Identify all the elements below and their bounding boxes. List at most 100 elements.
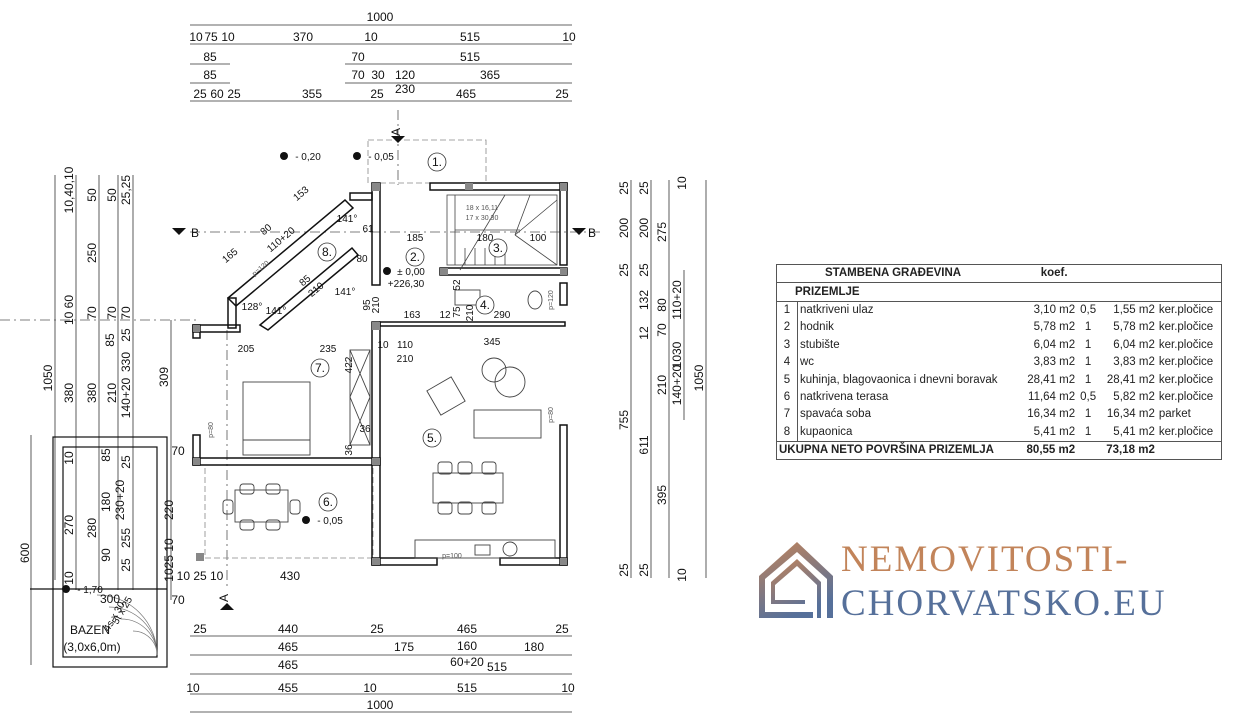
dimension-label: 255 <box>119 528 133 548</box>
dimension-label: 10 <box>62 571 76 585</box>
sofa <box>473 409 542 439</box>
level-label: - 0,05 <box>368 152 394 163</box>
dimension-label: 12 <box>439 310 451 321</box>
dimension-label: 210 <box>105 383 119 403</box>
dimension-label: 25 <box>637 563 651 577</box>
dimension-label: 210 <box>465 304 476 321</box>
section-row: PRIZEMLJE <box>776 282 1222 302</box>
walls <box>192 182 568 566</box>
section-arrow-icon <box>172 228 186 235</box>
room-area: 5,78 m2 <box>1033 321 1076 334</box>
total-area: 80,55 m2 <box>1019 440 1078 460</box>
dimension-label: 70 <box>351 50 365 64</box>
room-circle <box>475 295 495 315</box>
room-number: 1. <box>432 155 442 169</box>
plan-note: p=120 <box>251 260 271 278</box>
room-number: 7 <box>776 406 798 424</box>
room-finish: ker.pločice <box>1158 338 1214 351</box>
dimension-label: 1050 <box>41 364 55 391</box>
dimension-label: 465 <box>278 658 298 672</box>
dimension-label: 422 <box>344 356 355 373</box>
terrace-table <box>234 489 289 523</box>
room-area: 3,10 m2 <box>1033 303 1076 316</box>
dimension-label: 395 <box>655 485 669 505</box>
level-label: - 0,20 <box>295 152 321 163</box>
logo: NEMOVITOSTI- CHORVATSKO.EU <box>755 538 1165 628</box>
dimension-lines <box>30 24 707 713</box>
dimension-label: 250 <box>85 243 99 263</box>
level-label: +226,30 <box>388 279 425 290</box>
room-koef: 1 <box>1084 356 1092 369</box>
dimension-label: 180 <box>99 492 113 512</box>
level-marker-icon <box>62 585 70 593</box>
plan-note: p=80 <box>548 407 555 423</box>
table-header-row: STAMBENA GRAĐEVINA koef. <box>776 264 1222 284</box>
room-name: wc <box>800 356 815 369</box>
dimension-label: 85 <box>103 333 117 347</box>
bed <box>242 381 311 456</box>
room-number: 5. <box>427 431 437 445</box>
room-name: stubište <box>800 338 840 351</box>
room-name: spavaća soba <box>800 408 871 421</box>
room-finish: ker.pločice <box>1158 321 1214 334</box>
dimension-label: 10 60 <box>62 295 76 325</box>
room-koef: 1 <box>1084 338 1092 351</box>
dimension-label: 36 <box>344 444 355 456</box>
dimension-label: 185 <box>407 233 424 244</box>
dimension-label: 10 <box>675 568 689 582</box>
dimension-label: 80 <box>356 254 368 265</box>
section-markers <box>172 136 586 610</box>
room-number: 6 <box>776 388 798 407</box>
dimension-label: 600 <box>18 543 32 563</box>
empty-cell <box>1077 440 1100 460</box>
dimension-label: 10,40,10 <box>62 166 76 213</box>
room-finish: parket <box>1158 408 1191 421</box>
room-number: 3 <box>776 336 798 354</box>
section-arrow-icon <box>391 136 405 143</box>
dimension-label: 515 <box>457 681 477 695</box>
toilet <box>527 290 543 310</box>
dimension-label: 128° <box>242 302 263 313</box>
room-circle <box>318 492 338 512</box>
dimension-label: 70 <box>85 306 99 320</box>
dimension-label: 25 <box>193 622 207 636</box>
room-number: 2. <box>410 250 420 264</box>
dimension-label: 365 <box>480 68 500 82</box>
dimension-label: 465 <box>457 622 477 636</box>
section-label: A <box>389 128 403 136</box>
dimension-label: 10 <box>189 30 203 44</box>
dimension-label: 210 <box>371 296 382 313</box>
room-name: kuhinja, blagovaonica i dnevni boravak <box>800 373 998 386</box>
dimension-label: 465 <box>278 640 298 654</box>
dimension-label: 10 <box>364 30 378 44</box>
dimension-label: 309 <box>157 367 171 387</box>
dimension-label: 85 <box>203 68 217 82</box>
dimension-label: 205 <box>238 344 255 355</box>
dimension-label: 465 <box>456 87 476 101</box>
kitchen-counter <box>414 539 556 559</box>
room-circle <box>317 242 337 262</box>
room-number: 5 <box>776 371 798 389</box>
dimension-label: 30 <box>371 68 385 82</box>
dimension-label: 515 <box>487 660 507 674</box>
dimension-label: 100 <box>530 233 547 244</box>
columns <box>193 183 567 565</box>
level-marker-icon <box>383 267 391 275</box>
room-koef: 1 <box>1084 373 1092 386</box>
dimension-label: 440 <box>278 622 298 636</box>
room-number: 6. <box>323 495 333 509</box>
room-koef: 0,5 <box>1080 303 1097 316</box>
dimension-label: 61 <box>362 224 374 235</box>
stairs <box>446 194 558 271</box>
room-number: 2 <box>776 319 798 337</box>
level-marker-icon <box>353 152 361 160</box>
dimension-label: 36 <box>359 424 371 435</box>
room-net-area: 5,78 m2 <box>1113 321 1155 334</box>
dimension-label: 270 <box>62 515 76 535</box>
dimension-label: 515 <box>460 30 480 44</box>
room-area: 16,34 m2 <box>1027 408 1076 421</box>
